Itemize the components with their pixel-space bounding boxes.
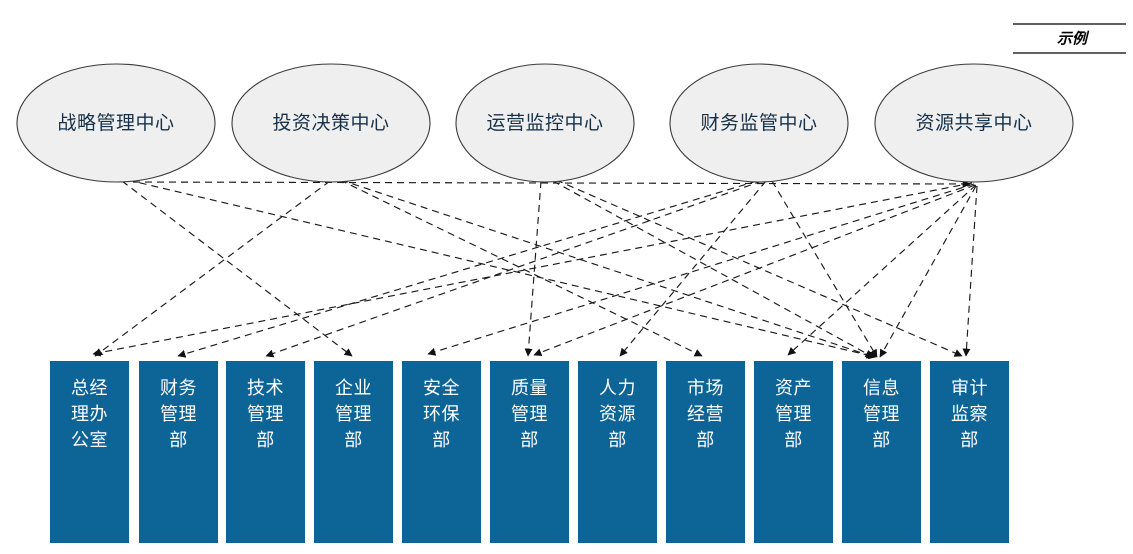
- department-box-label-line: 管理: [775, 404, 812, 424]
- center-node-label: 财务监管中心: [700, 112, 817, 134]
- link-c1-to-d10: [127, 179, 877, 360]
- department-box-rect: [842, 361, 921, 543]
- center-node-ellipse: [669, 63, 849, 183]
- link-c5-to-d1: [92, 182, 973, 357]
- department-box-label-line: 部: [784, 430, 803, 450]
- center-node-ellipse: [231, 63, 431, 183]
- department-box-label-line: 公室: [71, 430, 108, 450]
- department-nodes-layer: 总经理办公室财务管理部技术管理部企业管理部安全环保部质量管理部人力资源部市场经营…: [50, 361, 1009, 543]
- department-box-label-line: 部: [256, 430, 275, 450]
- department-box-label-line: 环保: [423, 404, 460, 424]
- department-box-label-line: 部: [872, 430, 891, 450]
- department-box-label-line: 部: [344, 430, 363, 450]
- department-box-rect: [930, 361, 1009, 543]
- department-box-label-line: 信息: [863, 378, 900, 398]
- department-box-rect: [226, 361, 305, 543]
- department-box-label-line: 安全: [423, 378, 460, 398]
- center-node-ellipse: [16, 63, 216, 183]
- department-box-label-line: 技术: [247, 378, 284, 398]
- department-box-rect: [314, 361, 393, 543]
- department-box-rect: [402, 361, 481, 543]
- department-box-label-line: 资产: [775, 378, 812, 398]
- department-box-label-line: 管理: [335, 404, 372, 424]
- department-box-label-line: 部: [696, 430, 715, 450]
- link-c4-to-d2: [177, 180, 758, 358]
- center-node-c3[interactable]: 运营监控中心: [455, 63, 635, 183]
- department-box-label-line: 部: [432, 430, 451, 450]
- department-box-label-line: 人力: [599, 378, 636, 398]
- department-box-rect: [578, 361, 657, 543]
- legend-layer: 示例: [1013, 23, 1126, 54]
- department-box-label-line: 总经: [71, 378, 108, 398]
- link-c4-to-d7: [619, 180, 767, 357]
- center-node-label: 运营监控中心: [486, 112, 603, 134]
- department-box-rect: [754, 361, 833, 543]
- link-c2-to-d10: [340, 179, 875, 359]
- department-box-label-line: 质量: [511, 378, 548, 398]
- department-box-label-line: 监察: [951, 404, 988, 424]
- department-box-label-line: 审计: [951, 378, 988, 398]
- department-box-label-line: 部: [520, 430, 539, 450]
- center-node-ellipse: [455, 63, 635, 183]
- department-box-rect: [666, 361, 745, 543]
- link-c1-to-d4: [121, 180, 353, 357]
- link-c5-to-d10: [879, 185, 977, 358]
- department-box-rect: [490, 361, 569, 543]
- connection-links-layer: [92, 179, 978, 360]
- department-box-label-line: 管理: [863, 404, 900, 424]
- center-node-ellipse: [874, 63, 1074, 183]
- department-box-label-line: 管理: [160, 404, 197, 424]
- link-c5-to-d11: [962, 185, 978, 357]
- department-box-label-line: 管理: [511, 404, 548, 424]
- center-node-label: 投资决策中心: [272, 112, 389, 134]
- department-box-rect: [139, 361, 218, 543]
- link-c5-to-d9: [787, 184, 977, 356]
- center-node-label: 资源共享中心: [915, 112, 1032, 134]
- department-box-label-line: 经营: [687, 404, 724, 424]
- center-nodes-layer: 战略管理中心 投资决策中心 运营监控中心 财务监管中心 资源共享中心: [16, 63, 1074, 183]
- department-box-label-line: 市场: [687, 378, 724, 398]
- center-node-c2[interactable]: 投资决策中心: [231, 63, 431, 183]
- link-c5-to-d5: [427, 183, 975, 356]
- center-node-label: 战略管理中心: [57, 112, 174, 134]
- link-c3-to-d10: [552, 180, 874, 358]
- link-c2-to-d1: [94, 180, 331, 357]
- center-node-c4[interactable]: 财务监管中心: [669, 63, 849, 183]
- department-box-label-line: 财务: [160, 378, 197, 398]
- link-c4-to-d3: [265, 180, 763, 358]
- link-c5-to-d6: [533, 184, 976, 357]
- department-box-label-line: 管理: [247, 404, 284, 424]
- department-box-label-line: 部: [960, 430, 979, 450]
- center-node-c5[interactable]: 资源共享中心: [874, 63, 1074, 183]
- link-c4-to-d10: [771, 180, 878, 358]
- department-box-label-line: 企业: [335, 378, 372, 398]
- legend-label: 示例: [1057, 30, 1090, 47]
- link-c2-to-d8: [339, 179, 703, 357]
- department-box-label-line: 资源: [599, 404, 636, 424]
- department-box-label-line: 部: [608, 430, 627, 450]
- department-box-rect: [50, 361, 129, 543]
- center-node-c1[interactable]: 战略管理中心: [16, 63, 216, 183]
- department-box-label-line: 理办: [71, 404, 108, 424]
- department-box-label-line: 部: [169, 430, 188, 450]
- link-c1-to-c5: [132, 179, 971, 189]
